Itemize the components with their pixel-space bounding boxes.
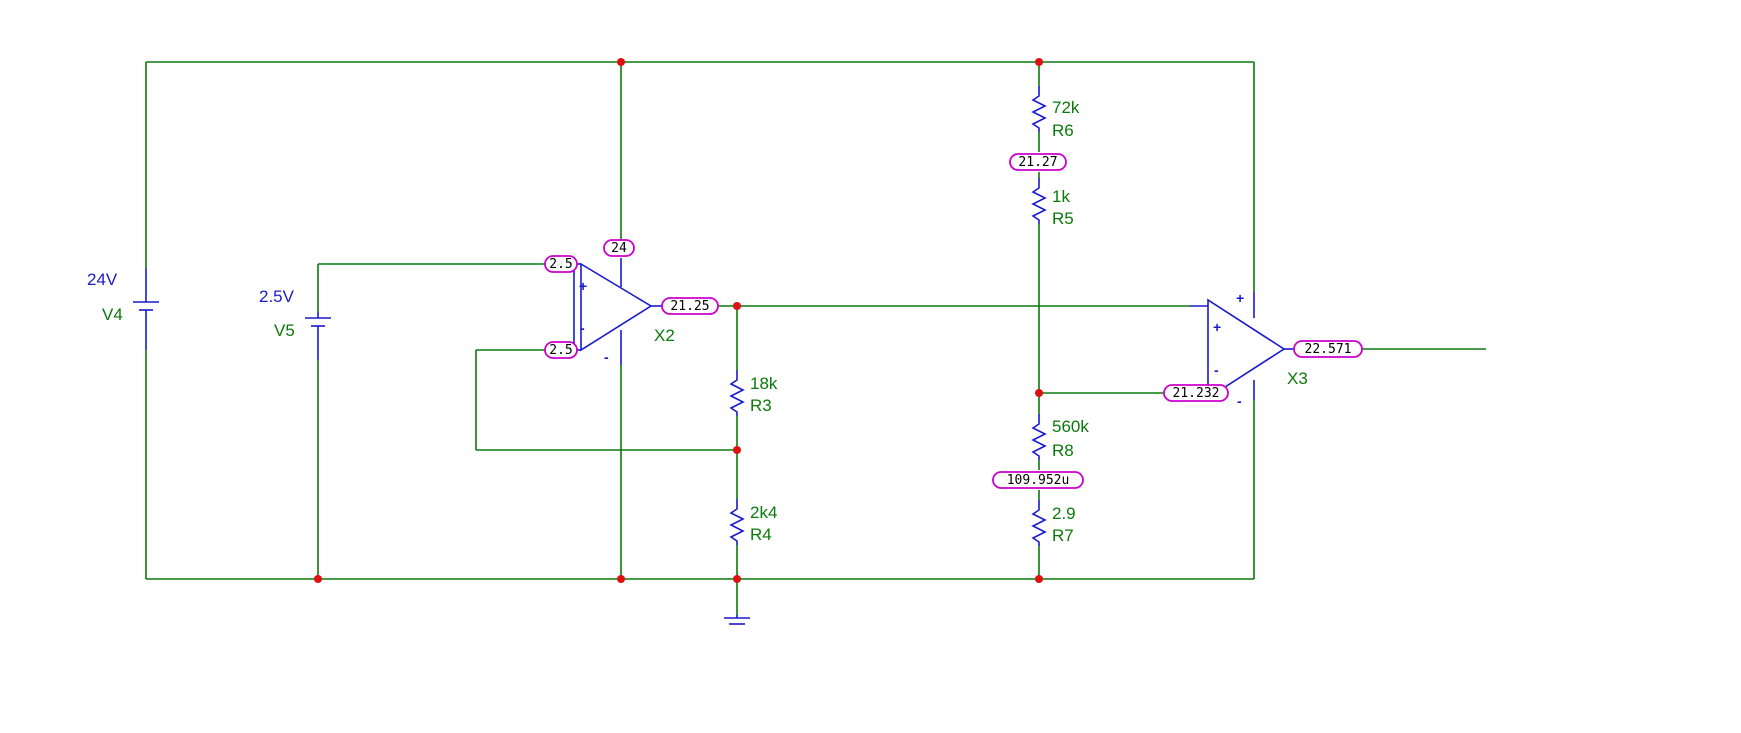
- r7-name-label: R7: [1052, 526, 1074, 545]
- junction-dot: [1035, 389, 1043, 397]
- resistor-r4-symbol[interactable]: [729, 499, 745, 545]
- r8-value-label: 560k: [1052, 417, 1089, 436]
- r4-name-label: R4: [750, 525, 772, 544]
- r6-value-label: 72k: [1052, 98, 1080, 117]
- r5-name-label: R5: [1052, 209, 1074, 228]
- r7-value-label: 2.9: [1052, 504, 1076, 523]
- probe-value: 24: [611, 241, 627, 256]
- probe-value: 21.27: [1018, 155, 1057, 170]
- opamp-x3-symbol[interactable]: [1190, 292, 1294, 400]
- x3-minus-sign: -: [1214, 362, 1219, 378]
- probe-r8-r7-node[interactable]: 109.952u: [992, 471, 1084, 489]
- ground-icon: [724, 615, 750, 625]
- x2-plus-sign: +: [579, 278, 587, 294]
- probe-value: 21.25: [670, 299, 709, 314]
- x2-minus-sign: -: [580, 320, 585, 336]
- battery-v5-symbol[interactable]: [305, 312, 331, 360]
- junction-dot: [617, 575, 625, 583]
- x3-plus-sign: +: [1213, 319, 1221, 335]
- x3-name-label: X3: [1287, 369, 1308, 388]
- probe-value: 2.5: [549, 343, 572, 358]
- resistor-r5-symbol[interactable]: [1031, 178, 1047, 224]
- resistor-r3-symbol[interactable]: [729, 370, 745, 416]
- resistor-r8-symbol[interactable]: [1031, 414, 1047, 460]
- wires: [145, 61, 1486, 615]
- x3-supply-minus-sign: -: [1237, 393, 1242, 409]
- probe-x2-in-plus[interactable]: 2.5: [544, 255, 578, 273]
- x2-name-label: X2: [654, 326, 675, 345]
- battery-v4-symbol[interactable]: [133, 268, 159, 350]
- probe-x3-out[interactable]: 22.571: [1293, 340, 1363, 358]
- junction-dot: [733, 446, 741, 454]
- probe-x2-in-minus[interactable]: 2.5: [544, 341, 578, 359]
- v5-name-label: V5: [274, 321, 295, 340]
- opamp-x2-symbol[interactable]: [573, 258, 662, 365]
- probe-x3-in-minus[interactable]: 21.232: [1163, 384, 1229, 402]
- junction-dot: [314, 575, 322, 583]
- x3-supply-plus-sign: +: [1236, 290, 1244, 306]
- junction-dot: [617, 58, 625, 66]
- probe-value: 109.952u: [1007, 473, 1070, 488]
- probe-value: 21.232: [1173, 386, 1220, 401]
- junction-dot: [733, 575, 741, 583]
- v4-value-label: 24V: [87, 270, 118, 289]
- r3-name-label: R3: [750, 396, 772, 415]
- resistor-r6-symbol[interactable]: [1031, 86, 1047, 132]
- r3-value-label: 18k: [750, 374, 778, 393]
- x2-supply-minus-sign: -: [604, 349, 609, 365]
- v5-value-label: 2.5V: [259, 287, 295, 306]
- probe-r6-r5-node[interactable]: 21.27: [1009, 153, 1067, 171]
- r6-name-label: R6: [1052, 121, 1074, 140]
- junction-dot: [1035, 575, 1043, 583]
- probe-value: 22.571: [1305, 342, 1352, 357]
- r8-name-label: R8: [1052, 441, 1074, 460]
- junction-dot: [1035, 58, 1043, 66]
- probe-x2-supply[interactable]: 24: [603, 239, 635, 257]
- resistor-r7-symbol[interactable]: [1031, 500, 1047, 546]
- r4-value-label: 2k4: [750, 503, 777, 522]
- probe-x2-out[interactable]: 21.25: [661, 297, 719, 315]
- probe-value: 2.5: [549, 257, 572, 272]
- junction-dot: [733, 302, 741, 310]
- v4-name-label: V4: [102, 305, 123, 324]
- r5-value-label: 1k: [1052, 187, 1070, 206]
- junction-dots: [314, 58, 1043, 583]
